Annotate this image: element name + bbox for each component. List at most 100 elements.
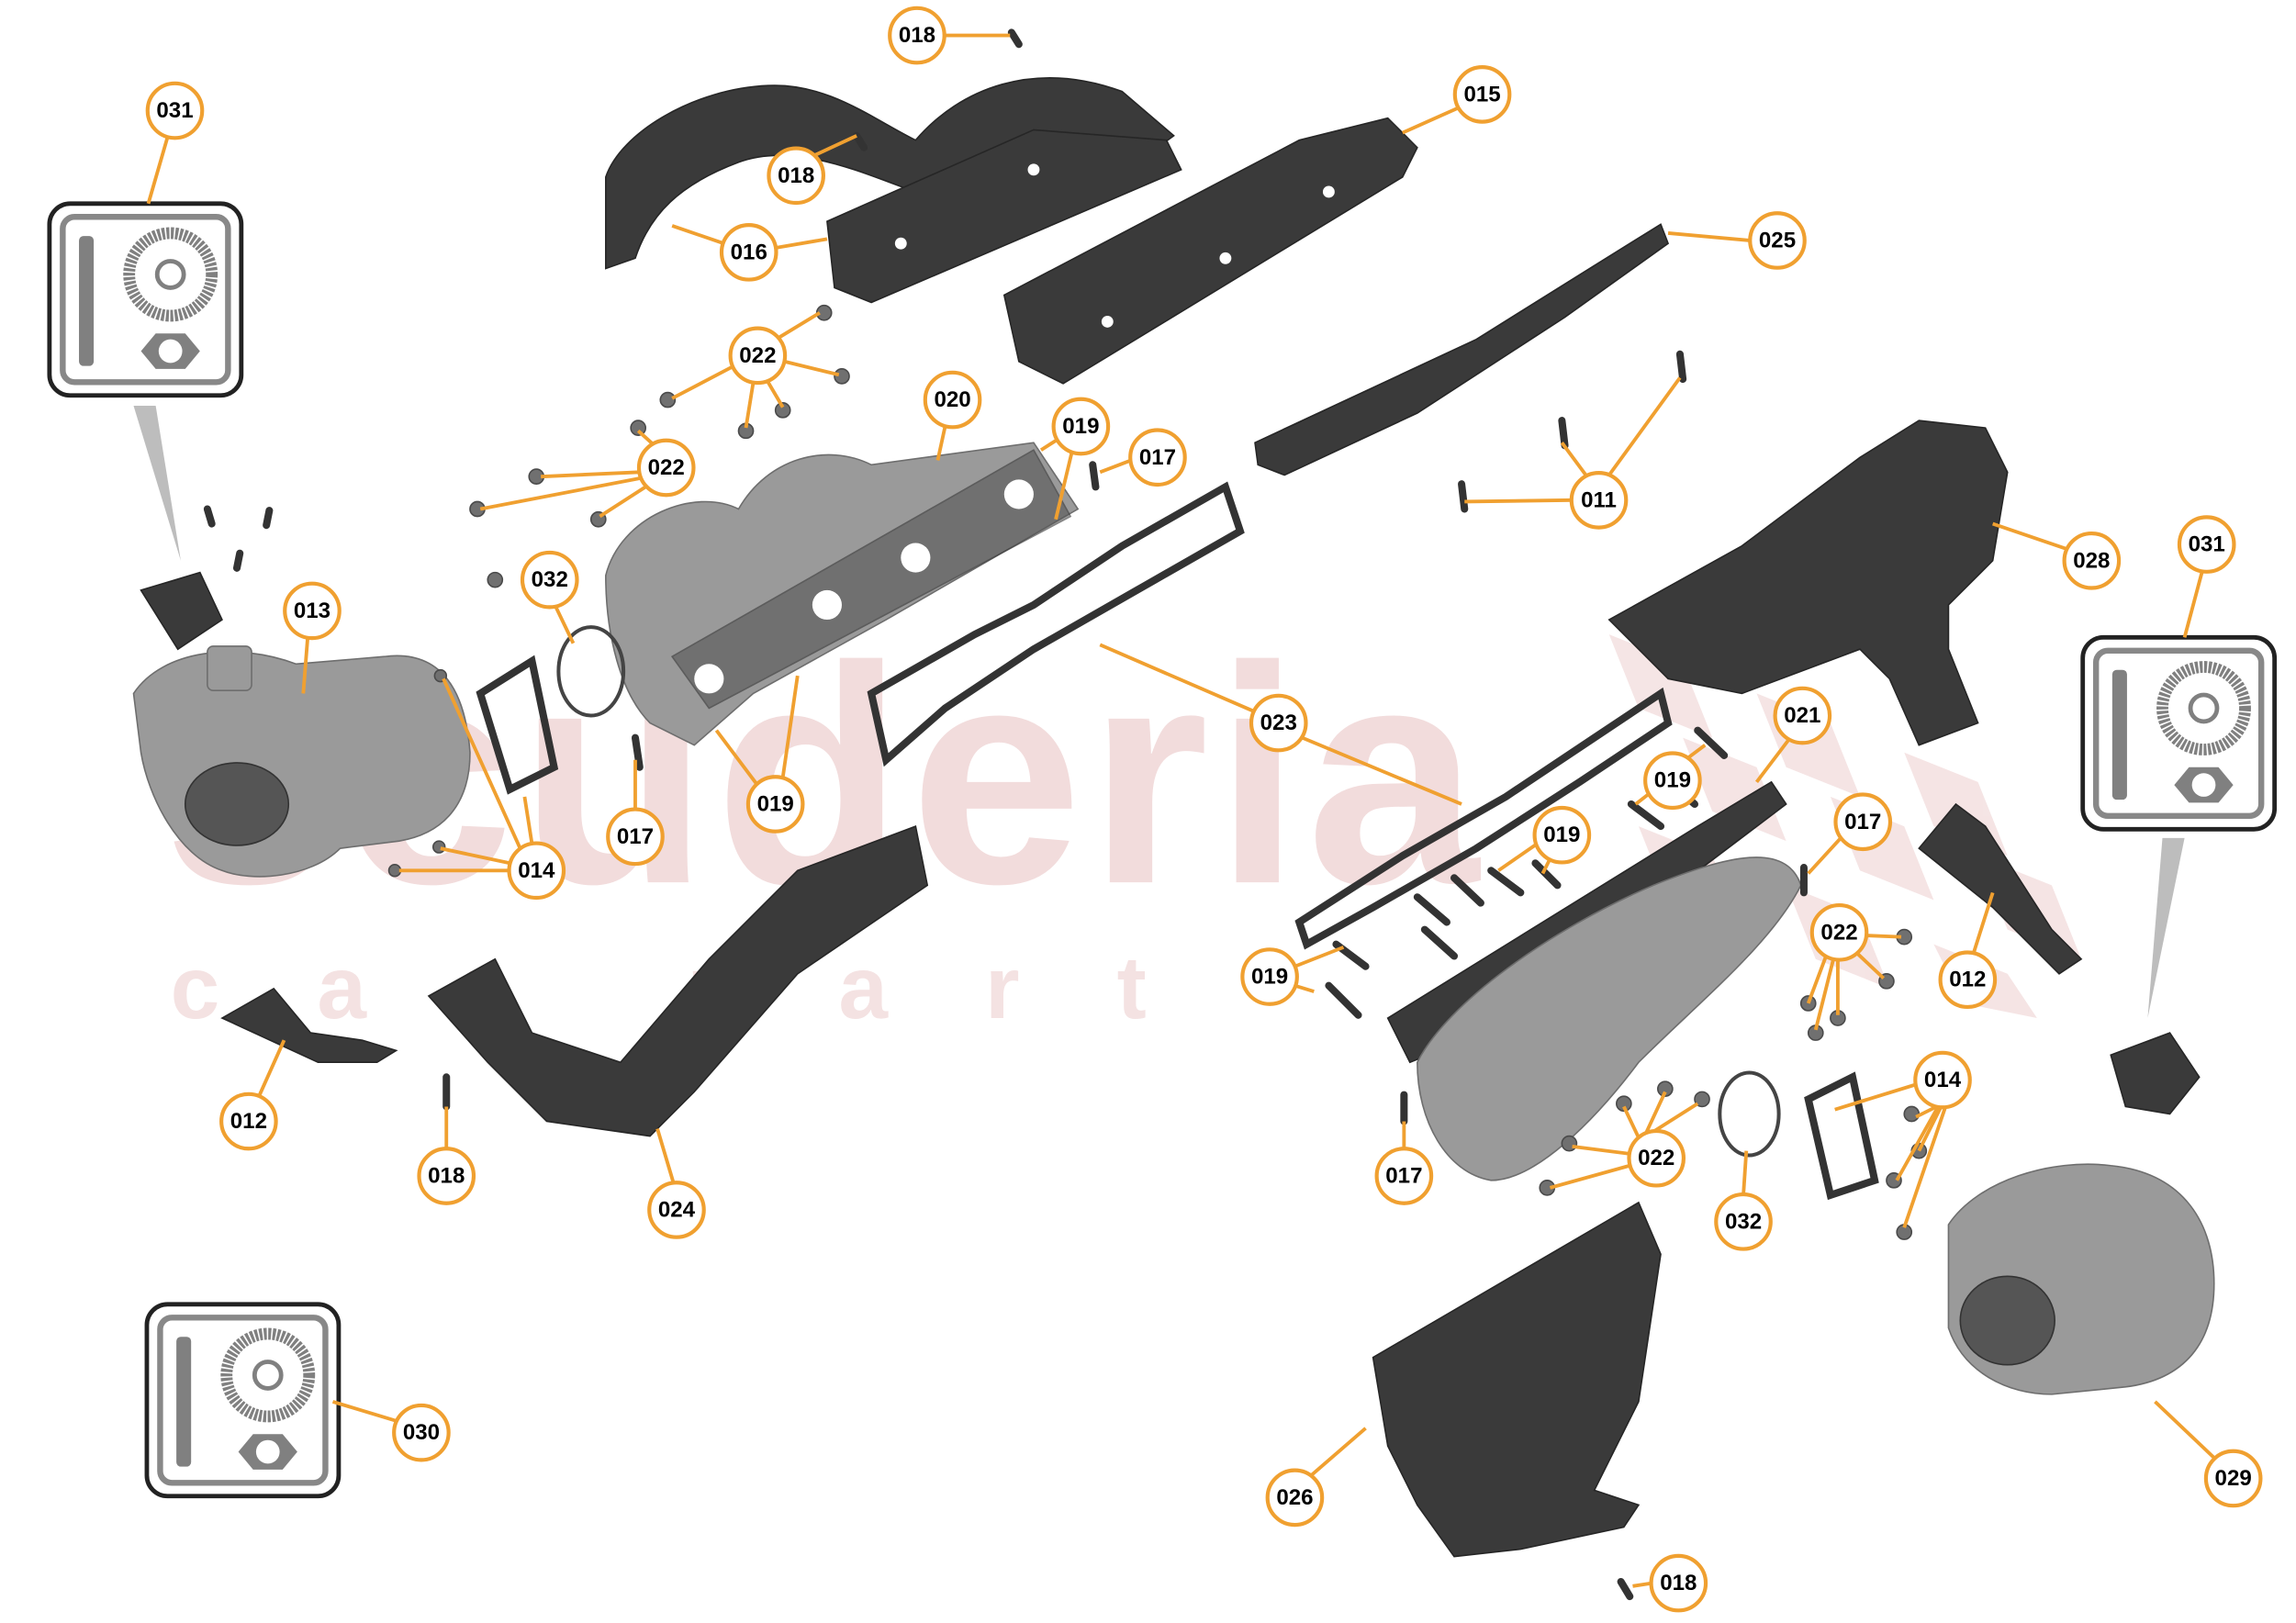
- kit-pointer-right: [2147, 837, 2185, 1019]
- spark-plug-icon: [2111, 669, 2127, 800]
- heat-shield-015: [1002, 117, 1418, 385]
- gasket-023-right: [1294, 687, 1673, 950]
- heat-shield-012-right: [1918, 802, 2083, 975]
- actuator-right: [2110, 1032, 2201, 1115]
- callout-019[interactable]: 019: [1051, 397, 1111, 456]
- gear-icon: [220, 1327, 316, 1423]
- callout-020[interactable]: 020: [923, 370, 982, 430]
- svg-text:019: 019: [757, 791, 794, 816]
- svg-text:032: 032: [1725, 1209, 1762, 1234]
- svg-text:025: 025: [1759, 228, 1796, 252]
- exhaust-manifold-020: [605, 442, 1080, 746]
- callout-032[interactable]: 032: [520, 550, 579, 610]
- callout-012[interactable]: 012: [1938, 950, 1998, 1010]
- svg-text:031: 031: [156, 98, 193, 123]
- callout-018[interactable]: 018: [888, 6, 946, 65]
- exhaust-manifold-021: [1386, 780, 1802, 1181]
- svg-text:018: 018: [778, 163, 814, 188]
- heat-shield-026: [1372, 1201, 1662, 1558]
- callout-026[interactable]: 026: [1265, 1468, 1325, 1528]
- svg-text:015: 015: [1463, 82, 1500, 106]
- callout-017[interactable]: 017: [1128, 428, 1187, 487]
- kit-icon-031-left[interactable]: [47, 201, 244, 398]
- callout-029[interactable]: 029: [2203, 1449, 2263, 1508]
- gear-icon: [123, 227, 218, 322]
- callout-016[interactable]: 016: [719, 223, 778, 282]
- gasket-023-left: [867, 481, 1245, 767]
- svg-text:022: 022: [1638, 1146, 1674, 1170]
- kit-pointer-left: [133, 406, 181, 561]
- svg-text:021: 021: [1784, 703, 1820, 728]
- gaskets-032-014: [476, 625, 1879, 1201]
- callout-018[interactable]: 018: [1649, 1553, 1708, 1613]
- callout-014[interactable]: 014: [507, 841, 566, 901]
- callout-017[interactable]: 017: [606, 807, 665, 867]
- callout-022[interactable]: 022: [636, 438, 696, 498]
- callout-023[interactable]: 023: [1249, 693, 1308, 753]
- kit-icon-030[interactable]: [144, 1302, 342, 1499]
- callout-015[interactable]: 015: [1452, 65, 1512, 124]
- heat-shield-025: [1254, 223, 1670, 476]
- svg-text:020: 020: [934, 387, 970, 412]
- callout-017[interactable]: 017: [1833, 792, 1893, 852]
- callout-022[interactable]: 022: [1809, 902, 1869, 962]
- svg-text:014: 014: [1924, 1068, 1962, 1092]
- callout-030[interactable]: 030: [392, 1403, 451, 1462]
- svg-text:022: 022: [739, 343, 776, 368]
- svg-text:019: 019: [1062, 414, 1099, 439]
- callout-025[interactable]: 025: [1748, 211, 1807, 270]
- svg-text:017: 017: [1844, 810, 1881, 834]
- svg-text:031: 031: [2189, 532, 2225, 557]
- callout-019[interactable]: 019: [1643, 751, 1702, 811]
- svg-text:022: 022: [648, 455, 685, 480]
- heat-shield-024: [427, 824, 929, 1137]
- callout-019[interactable]: 019: [1532, 805, 1592, 865]
- callout-017[interactable]: 017: [1374, 1147, 1434, 1205]
- callout-024[interactable]: 024: [647, 1181, 706, 1239]
- leader-lines: [146, 33, 2216, 1588]
- svg-text:017: 017: [617, 824, 654, 849]
- callout-022[interactable]: 022: [1627, 1128, 1686, 1188]
- svg-text:018: 018: [1660, 1571, 1697, 1595]
- callout-012[interactable]: 012: [219, 1091, 278, 1151]
- svg-text:013: 013: [294, 599, 330, 623]
- callout-022[interactable]: 022: [728, 326, 788, 386]
- svg-text:030: 030: [403, 1420, 440, 1445]
- callout-031[interactable]: 031: [145, 81, 205, 140]
- callout-021[interactable]: 021: [1773, 686, 1832, 745]
- callout-014[interactable]: 014: [1913, 1050, 1972, 1110]
- svg-text:017: 017: [1139, 445, 1176, 470]
- svg-text:019: 019: [1543, 823, 1580, 847]
- heat-shield-upper-front: [826, 129, 1182, 304]
- svg-text:023: 023: [1260, 711, 1297, 735]
- svg-text:011: 011: [1581, 487, 1617, 512]
- svg-text:032: 032: [532, 567, 568, 592]
- callout-019[interactable]: 019: [745, 775, 805, 834]
- svg-text:014: 014: [518, 858, 555, 883]
- callout-018[interactable]: 018: [767, 146, 825, 206]
- svg-text:012: 012: [1949, 968, 1986, 992]
- svg-text:018: 018: [428, 1163, 465, 1188]
- callout-028[interactable]: 028: [2062, 531, 2122, 590]
- callout-011[interactable]: 011: [1569, 471, 1629, 530]
- callout-031[interactable]: 031: [2177, 515, 2236, 574]
- callout-032[interactable]: 032: [1714, 1192, 1773, 1251]
- svg-text:019: 019: [1654, 768, 1691, 793]
- heat-shield-028: [1607, 420, 2009, 746]
- kit-icon-031-right[interactable]: [2080, 634, 2278, 832]
- callout-013[interactable]: 013: [283, 581, 342, 641]
- svg-text:018: 018: [899, 23, 935, 48]
- svg-text:029: 029: [2215, 1466, 2252, 1491]
- callout-019[interactable]: 019: [1240, 947, 1299, 1006]
- gear-icon: [2156, 661, 2251, 756]
- svg-text:028: 028: [2073, 548, 2110, 573]
- svg-text:026: 026: [1276, 1485, 1313, 1510]
- svg-text:016: 016: [731, 240, 767, 264]
- turbocharger-013: [132, 571, 471, 878]
- svg-text:024: 024: [658, 1197, 696, 1222]
- svg-text:019: 019: [1251, 965, 1288, 990]
- svg-text:017: 017: [1385, 1163, 1422, 1188]
- callouts: 031 018 018 015 016 025 022 020 019 017 …: [145, 6, 2263, 1613]
- callout-018[interactable]: 018: [417, 1147, 476, 1205]
